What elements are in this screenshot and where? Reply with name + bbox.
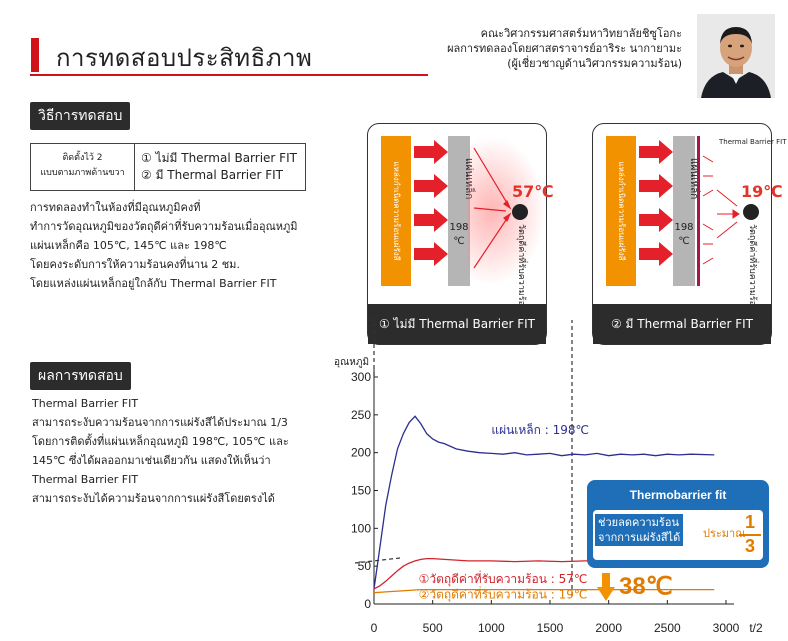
measured-temp-with-fit: 19℃ bbox=[741, 182, 783, 201]
steel-plate-label: แผ่นเหล็ก bbox=[688, 158, 699, 200]
y-axis-title: อุณหภูมิ bbox=[334, 357, 369, 368]
method-line: โดยคงระดับการให้ความร้อนคงที่นาน 2 ชม. bbox=[30, 258, 240, 271]
method-line: ทำการวัดอุณหภูมิของวัตถุดีค่าที่รับความร… bbox=[30, 220, 298, 233]
series-line-1 bbox=[373, 415, 715, 589]
conditions-box: ติดตั้งไว้ 2 แบบตามภาพด้านขวา ① ไม่มี Th… bbox=[30, 143, 306, 191]
steel-plate-temp: 198 bbox=[674, 222, 694, 233]
y-tick-label: 200 bbox=[351, 446, 371, 460]
title-accent-bar bbox=[31, 38, 39, 72]
radiant-heat-glow bbox=[468, 136, 546, 286]
method-line: โดยแหล่งแผ่นเหล็กอยู่ใกล้กับ Thermal Bar… bbox=[30, 277, 277, 290]
sensor-object-icon bbox=[512, 204, 528, 220]
x-axis-title: t/2 bbox=[749, 621, 763, 635]
result-line: สามารถระงับความร้อนจากการแผ่รังสีได้ประม… bbox=[32, 416, 288, 429]
y-tick-label: 300 bbox=[351, 370, 371, 384]
sensor-object-icon bbox=[743, 204, 759, 220]
x-tick-label: 3000 bbox=[713, 621, 740, 635]
callout-text: ช่วยลดความร้อน จากการแผ่รังสีได้ bbox=[595, 514, 684, 546]
professor-portrait bbox=[697, 14, 775, 98]
panel-caption-with-fit: ② มี Thermal Barrier FIT bbox=[593, 304, 771, 344]
y-tick-label: 50 bbox=[358, 559, 372, 573]
result-callout: Thermobarrier fit ช่วยลดความร้อน จากการแ… bbox=[587, 480, 769, 568]
page-title: การทดสอบประสิทธิภาพ bbox=[56, 44, 313, 72]
panel-caption-no-fit: ① ไม่มี Thermal Barrier FIT bbox=[368, 304, 546, 344]
header-info-line: คณะวิศวกรรมศาสตร์มหาวิทยาลัยชิซูโอกะ bbox=[480, 27, 682, 40]
condition-item: ② มี Thermal Barrier FIT bbox=[141, 168, 284, 182]
x-tick-label: 2000 bbox=[595, 621, 622, 635]
method-description: การทดลองทำในห้องที่มีอุณหภูมิคงที่ ทำการ… bbox=[30, 198, 298, 293]
reflected-rays-icon bbox=[702, 155, 740, 265]
panel-connectors bbox=[354, 319, 573, 596]
steel-plate: แผ่นเหล็ก 198 ℃ bbox=[448, 136, 474, 286]
film-label: Thermal Barrier FIT bbox=[719, 138, 787, 146]
result-line: โดยการติดตั้งที่แผ่นเหล็กอุณหภูมิ 198℃, … bbox=[32, 435, 289, 448]
result-line: Thermal Barrier FIT bbox=[32, 473, 139, 486]
result-line: 145℃ ซึ่งได้ผลออกมาเช่นเดียวกัน แสดงให้เ… bbox=[32, 454, 271, 467]
header-info-line: (ผู้เชี่ยวชาญด้านวิศวกรรมความร้อน) bbox=[507, 57, 682, 70]
arrow-down-icon bbox=[597, 573, 615, 601]
series-line-3 bbox=[373, 588, 715, 594]
sensor-object-label: วัตถุดีค่าที่รับความร้อน bbox=[747, 224, 757, 313]
measured-temp-no-fit: 57℃ bbox=[512, 182, 554, 201]
x-tick-label: 1000 bbox=[478, 621, 505, 635]
conditions-setup: ติดตั้งไว้ 2 แบบตามภาพด้านขวา bbox=[31, 144, 135, 190]
header-info: คณะวิศวกรรมศาสตร์มหาวิทยาลัยชิซูโอกะ ผลก… bbox=[420, 26, 682, 71]
steel-plate-temp: 198 bbox=[449, 222, 469, 233]
y-tick-label: 150 bbox=[351, 484, 371, 498]
series-label-3: ②วัตถุดีค่าที่รับความร้อน : 19℃ bbox=[419, 586, 588, 603]
callout-approx: ประมาณ bbox=[703, 527, 746, 540]
series-label-1: แผ่นเหล็ก : 198℃ bbox=[491, 422, 589, 437]
conditions-setup-line: แบบตามภาพด้านขวา bbox=[40, 168, 125, 178]
callout-title: Thermobarrier fit bbox=[629, 488, 727, 502]
header-info-line: ผลการทดลองโดยศาสตราจารย์อาริระ นากายามะ bbox=[447, 42, 682, 55]
diagram-panel-no-fit: แหล่งกำเนิดความร้อนแผ่รังสี แผ่นเหล็ก 19… bbox=[367, 123, 554, 345]
temperature-chart: 0 500 1000 1500 2000 2500 3000 0 50 100 150 200 250 3… bbox=[334, 319, 763, 635]
result-section-label: ผลการทดสอบ bbox=[30, 362, 131, 390]
result-line: Thermal Barrier FIT bbox=[32, 397, 139, 410]
steel-plate-unit: ℃ bbox=[678, 236, 690, 247]
steel-plate: แผ่นเหล็ก 198 ℃ bbox=[673, 136, 699, 286]
x-tick-label: 500 bbox=[423, 621, 443, 635]
fraction-denominator: 3 bbox=[744, 536, 755, 556]
y-tick-label: 100 bbox=[351, 521, 371, 535]
x-tick-label: 1500 bbox=[537, 621, 564, 635]
heat-source-label: แหล่งกำเนิดความร้อนแผ่รังสี bbox=[617, 161, 626, 261]
condition-item: ① ไม่มี Thermal Barrier FIT bbox=[141, 151, 297, 165]
conditions-list: ① ไม่มี Thermal Barrier FIT ② มี Thermal… bbox=[141, 150, 297, 184]
callout-line: ช่วยลดความร้อน bbox=[598, 516, 679, 529]
steel-plate-unit: ℃ bbox=[453, 236, 465, 247]
diagram-panel-with-fit: แหล่งกำเนิดความร้อนแผ่รังสี แผ่นเหล็ก 19… bbox=[592, 123, 787, 345]
sensor-object-label: วัตถุดีค่าที่รับความร้อน bbox=[516, 224, 526, 313]
person-icon bbox=[697, 14, 775, 98]
method-line: การทดลองทำในห้องที่มีอุณหภูมิคงที่ bbox=[30, 201, 201, 214]
temperature-difference: 38℃ bbox=[619, 573, 673, 600]
callout-fraction: 1 3 bbox=[739, 512, 761, 556]
connector-panel-1 bbox=[368, 319, 375, 376]
callout-line: จากการแผ่รังสีได้ bbox=[598, 531, 681, 544]
callout-body: ช่วยลดความร้อน จากการแผ่รังสีได้ ประมาณ … bbox=[593, 510, 763, 560]
chart-labels: แผ่นเหล็ก : 198℃ ①วัตถุดีค่าที่รับความร้อ… bbox=[419, 422, 589, 603]
x-tick-label: 2500 bbox=[654, 621, 681, 635]
heat-source: แหล่งกำเนิดความร้อนแผ่รังสี bbox=[381, 136, 411, 286]
result-line: สามารถระงับได้ความร้อนจากการแผ่รังสีโดยต… bbox=[32, 492, 275, 505]
thermal-barrier-film bbox=[697, 136, 700, 286]
heat-arrows-icon bbox=[414, 140, 448, 266]
fraction-bar bbox=[739, 534, 761, 536]
result-description: Thermal Barrier FIT สามารถระงับความร้อนจ… bbox=[32, 394, 289, 508]
y-tick-label: 250 bbox=[351, 408, 371, 422]
y-tick-label: 0 bbox=[364, 597, 371, 611]
series-label-2: ①วัตถุดีค่าที่รับความร้อน : 57℃ bbox=[419, 570, 588, 587]
heat-source: แหล่งกำเนิดความร้อนแผ่รังสี bbox=[606, 136, 636, 286]
method-section-label: วิธีการทดสอบ bbox=[30, 102, 131, 130]
x-tick-label: 0 bbox=[371, 621, 378, 635]
radiation-rays-icon bbox=[473, 147, 512, 269]
heat-source-label: แหล่งกำเนิดความร้อนแผ่รังสี bbox=[392, 161, 401, 261]
conditions-setup-line: ติดตั้งไว้ 2 bbox=[62, 153, 103, 163]
method-line: แผ่นเหล็กคือ 105℃, 145℃ และ 198℃ bbox=[30, 239, 227, 252]
fraction-numerator: 1 bbox=[744, 512, 755, 532]
chart-axes: 0 500 1000 1500 2000 2500 3000 0 50 100 150 200 250 3… bbox=[334, 357, 763, 635]
title-underline bbox=[30, 74, 428, 76]
heat-arrows-icon bbox=[639, 140, 673, 266]
